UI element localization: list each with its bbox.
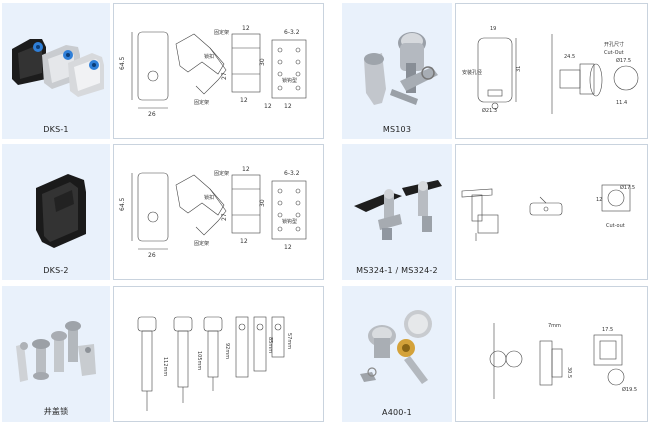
svg-text:开孔尺寸: 开孔尺寸 [604, 41, 624, 48]
svg-text:26: 26 [148, 252, 156, 259]
dimension-drawing: 64.5 26 12 6-3.2 30 27 12 12 12 固定架 锁扣 固… [119, 25, 307, 118]
svg-text:30: 30 [259, 199, 266, 207]
svg-text:105mm: 105mm [196, 351, 202, 370]
dimension-drawing: 19 24.5 31 Ø21.3 Ø17.5 11.4 开孔尺寸 Cut-Out… [462, 26, 639, 114]
svg-text:固定架: 固定架 [214, 29, 229, 36]
svg-text:6-3.2: 6-3.2 [284, 29, 300, 36]
technical-drawing-dks-1: 64.5 26 12 6-3.2 30 27 12 12 12 固定架 锁扣 固… [113, 3, 324, 139]
svg-text:64.5: 64.5 [119, 197, 126, 211]
svg-text:12: 12 [240, 238, 248, 245]
product-caption: MS103 [382, 125, 412, 134]
svg-text:30: 30 [259, 58, 266, 66]
cam-lock-photo-a400-1 [360, 310, 432, 384]
svg-text:12: 12 [264, 103, 272, 110]
svg-text:12: 12 [284, 103, 292, 110]
product-photo-dks-2: DKS-2 [2, 144, 110, 280]
technical-drawing-ms324: Ø17.5 12 Cut-out [455, 144, 648, 280]
manhole-lock-photo [16, 321, 96, 382]
latch-photo-dks-1 [12, 39, 104, 97]
dimension-drawing: 64.5 26 12 6-3.2 30 27 12 12 固定架 锁扣 固定架 … [119, 166, 307, 259]
latch-photo-dks-2 [36, 174, 86, 248]
svg-text:6-3.2: 6-3.2 [284, 170, 300, 177]
product-caption: A400-1 [382, 408, 412, 417]
svg-text:30.5: 30.5 [566, 367, 572, 378]
svg-text:固定架: 固定架 [214, 170, 229, 177]
product-photo-manhole-lock: 井盖锁 [2, 286, 110, 422]
svg-text:112mm: 112mm [162, 357, 168, 376]
dimension-drawing: Ø17.5 12 Cut-out [461, 184, 635, 241]
product-photo-ms324: MS324-1 / MS324-2 [342, 144, 452, 280]
svg-text:64.5: 64.5 [119, 56, 126, 70]
product-caption: MS324-1 / MS324-2 [356, 266, 438, 275]
svg-text:Cut-Out: Cut-Out [604, 50, 624, 56]
svg-text:Ø19.5: Ø19.5 [622, 386, 637, 393]
svg-text:24.5: 24.5 [564, 54, 575, 60]
svg-text:11.4: 11.4 [616, 100, 627, 106]
dimension-drawing: 7mm 30.5 17.5 Ø19.5 [489, 323, 637, 399]
svg-text:12: 12 [596, 197, 602, 203]
svg-text:Ø17.5: Ø17.5 [620, 184, 635, 191]
svg-text:Cut-out: Cut-out [606, 223, 625, 229]
svg-text:锁钩型: 锁钩型 [282, 77, 297, 84]
technical-drawing-ms103: 19 24.5 31 Ø21.3 Ø17.5 11.4 开孔尺寸 Cut-Out… [455, 3, 648, 139]
svg-text:安装孔径: 安装孔径 [462, 69, 482, 76]
svg-text:12: 12 [284, 244, 292, 251]
product-photo-ms103: MS103 [342, 3, 452, 139]
dimension-drawing: 112mm 105mm 92mm 85mm 57mm [137, 316, 292, 411]
svg-text:Ø17.5: Ø17.5 [616, 57, 631, 64]
svg-text:92mm: 92mm [224, 343, 230, 359]
product-caption: DKS-2 [43, 266, 69, 275]
svg-text:12: 12 [242, 166, 250, 173]
svg-text:26: 26 [148, 111, 156, 118]
svg-text:Ø21.3: Ø21.3 [482, 107, 497, 114]
technical-drawing-manhole-lock: 112mm 105mm 92mm 85mm 57mm [113, 286, 324, 422]
product-caption: 井盖锁 [43, 407, 69, 416]
svg-text:7mm: 7mm [548, 323, 561, 329]
svg-text:12: 12 [242, 25, 250, 32]
technical-drawing-a400-1: 7mm 30.5 17.5 Ø19.5 [455, 286, 648, 422]
svg-text:85mm: 85mm [267, 337, 273, 353]
product-photo-dks-1: DKS-1 [2, 3, 110, 139]
svg-text:固定架: 固定架 [194, 99, 209, 106]
product-photo-a400-1: A400-1 [342, 286, 452, 422]
svg-text:锁扣: 锁扣 [204, 53, 214, 60]
svg-text:19: 19 [490, 26, 496, 32]
product-caption: DKS-1 [43, 125, 69, 134]
svg-text:31: 31 [516, 66, 522, 72]
technical-drawing-dks-2: 64.5 26 12 6-3.2 30 27 12 12 固定架 锁扣 固定架 … [113, 144, 324, 280]
svg-text:12: 12 [240, 97, 248, 104]
svg-text:27: 27 [221, 72, 228, 80]
cam-lock-photo-ms103 [364, 32, 438, 105]
svg-text:27: 27 [221, 213, 228, 221]
svg-text:锁扣: 锁扣 [204, 194, 214, 201]
svg-text:17.5: 17.5 [602, 327, 613, 333]
svg-text:57mm: 57mm [286, 333, 292, 349]
svg-text:固定架: 固定架 [194, 240, 209, 247]
svg-text:锁钩型: 锁钩型 [282, 218, 297, 225]
t-handle-lock-photo [354, 180, 442, 240]
